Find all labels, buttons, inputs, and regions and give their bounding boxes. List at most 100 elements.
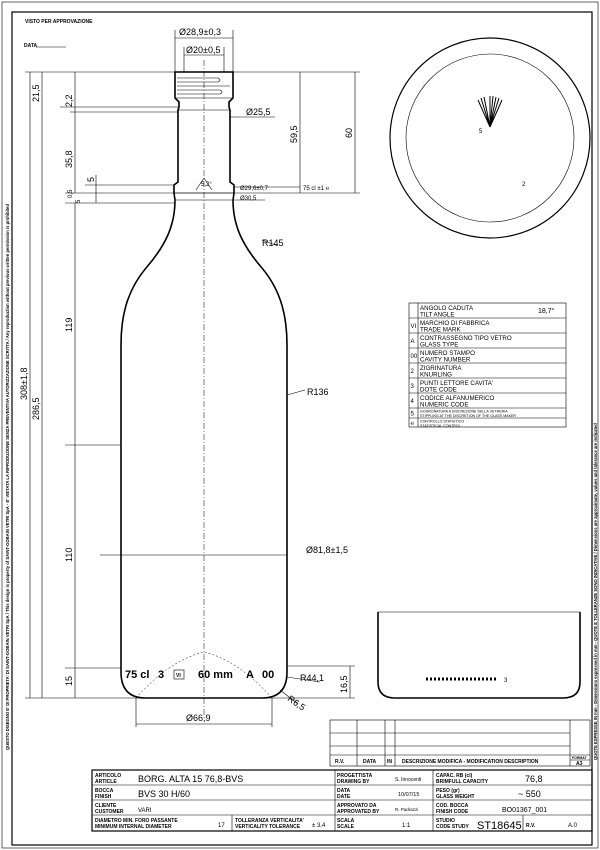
base-embossing: 75 cl 3 VI 60 mm A 00 bbox=[125, 669, 274, 681]
designer-value: S. Innocenti bbox=[395, 777, 421, 783]
emboss-cavity: 00 bbox=[262, 669, 274, 681]
verticality-label-en: VERTICALITY TOLERANCE bbox=[235, 824, 301, 830]
dim-r136: R136 bbox=[307, 387, 329, 397]
bottle-profile bbox=[120, 60, 288, 720]
dim-0-5: 0,5 bbox=[68, 189, 74, 198]
title-block: ARTICOLO ARTICLE BORG. ALTA 15 76,8-BVS … bbox=[91, 769, 593, 832]
revision-col-rv: R.V. bbox=[335, 759, 345, 765]
base-detail-view: 3 bbox=[377, 611, 581, 699]
study-code-value: ST18645 bbox=[477, 820, 522, 832]
approval-label: VISTO PER APPROVAZIONE bbox=[25, 19, 93, 25]
rv-value: A.0 bbox=[568, 823, 578, 829]
emboss-finish: 60 mm bbox=[198, 669, 233, 681]
dim-119: 119 bbox=[64, 318, 74, 332]
weight-value: ~ 550 bbox=[518, 789, 541, 799]
finish-code-value: BO01367_001 bbox=[502, 807, 547, 814]
legend-label-en: TILT ANGLE bbox=[420, 312, 455, 319]
legend-label-it: CODICE ALFANUMERICO bbox=[420, 395, 494, 402]
capacity-value: 76,8 bbox=[525, 774, 543, 784]
date-row-label: DATA bbox=[337, 788, 351, 794]
revision-col-date: DATA bbox=[363, 759, 377, 765]
format-value: A3 bbox=[576, 761, 583, 767]
min-diameter-label-en: MINIMUM INTERNAL DIAMETER bbox=[95, 824, 172, 830]
scale-value: 1:1 bbox=[402, 823, 411, 829]
study-label-en: CODE STUDY bbox=[436, 824, 469, 830]
dim-ring2-diameter: Ø30,5 bbox=[240, 196, 257, 202]
legend-code: 2 bbox=[411, 369, 415, 375]
legend-label-it: NUMERO STAMPO bbox=[420, 350, 475, 357]
legend-label-it: ANGOLO CADUTA bbox=[420, 305, 474, 312]
trade-mark-box bbox=[173, 669, 185, 680]
right-margin-notice: QUOTE ESPRESSE IN mm - Dimensions expres… bbox=[593, 423, 598, 760]
emboss-knurl: 3 bbox=[158, 669, 164, 681]
dim-5b: 5 bbox=[76, 199, 82, 203]
dim-110: 110 bbox=[64, 548, 74, 562]
dim-neck-diameter: Ø25,5 bbox=[246, 107, 271, 117]
legend-code: 4 bbox=[411, 399, 415, 405]
scale-label: SCALA bbox=[337, 818, 355, 824]
legend-code: A bbox=[411, 339, 415, 345]
dim-body-height: 286,5 bbox=[31, 397, 41, 420]
legend-value: 18,7° bbox=[538, 307, 555, 315]
dim-59-5: 59,5 bbox=[289, 125, 299, 143]
dim-base-diameter: Ø66,9 bbox=[186, 713, 211, 723]
designer-label-en: DRAWING BY bbox=[337, 779, 370, 785]
customer-label: CLIENTE bbox=[95, 803, 117, 809]
capacity-label-en: BRIMFULL CAPACITY bbox=[436, 779, 489, 785]
dim-5a: 5 bbox=[86, 177, 96, 182]
legend-label-en: NUMERIC CODE bbox=[420, 402, 468, 409]
article-label: ARTICOLO bbox=[95, 773, 121, 779]
min-diameter-label: DIAMETRO MIN. FORO PASSANTE bbox=[95, 818, 178, 824]
verticality-label: TOLLERANZA VERTICALITA' bbox=[235, 818, 304, 824]
dim-body-diameter: Ø81,8±1,5 bbox=[306, 545, 348, 555]
date-row-label-en: DATE bbox=[337, 794, 351, 800]
customer-value: VARI bbox=[138, 808, 152, 814]
approved-label: APPROVATO DA bbox=[337, 803, 377, 809]
date-value: 10/07/15 bbox=[398, 792, 419, 798]
legend-label-it: PUNTI LETTORE CAVITA' bbox=[420, 380, 493, 387]
emboss-trade-mark: VI bbox=[176, 673, 181, 679]
finish-label: BOCCA bbox=[95, 788, 114, 794]
dim-top-height: 21,5 bbox=[31, 84, 41, 102]
approved-label-en: APPROVATED BY bbox=[337, 809, 380, 815]
format-label: FORMAT bbox=[572, 756, 588, 760]
revision-col-in: IN bbox=[387, 759, 392, 765]
dim-15: 15 bbox=[64, 676, 74, 686]
dim-35-8: 35,8 bbox=[64, 150, 74, 168]
dim-16-5: 16,5 bbox=[339, 675, 349, 693]
legend-label-it: CONTROLLO STATISTICO bbox=[420, 420, 464, 424]
legend-label-en: DOTE CODE bbox=[420, 387, 457, 394]
emboss-glass-type: A bbox=[246, 669, 254, 681]
finish-code-label-en: FINISH CODE bbox=[436, 809, 469, 815]
emboss-capacity: 75 cl bbox=[125, 669, 149, 681]
dim-total-height: 308±1,8 bbox=[19, 368, 29, 400]
legend-label-it: MARCHIO DI FABBRICA bbox=[420, 320, 490, 327]
legend-code: 00 bbox=[411, 354, 418, 360]
legend-code: VI bbox=[411, 324, 417, 330]
dim-r44: R44,1 bbox=[300, 673, 324, 683]
legend-label-en: KNURLING bbox=[420, 372, 452, 379]
dim-bore-diameter: Ø20±0,5 bbox=[186, 45, 220, 55]
rv-label: R.V. bbox=[526, 823, 536, 829]
dim-60: 60 bbox=[344, 128, 354, 138]
legend-label-en: GLASS TYPE bbox=[420, 342, 458, 349]
dim-ring-diameter: Ø29,6±0,7 bbox=[240, 186, 269, 192]
top-view: 5 2 bbox=[389, 37, 591, 239]
legend-code: ℮ bbox=[411, 421, 415, 427]
dim-capacity: 75 cl ±1 ℮ bbox=[303, 186, 330, 192]
date-label: DATA bbox=[24, 43, 38, 49]
revision-col-description: DESCRIZIONE MODIFICA - MODIFICATION DESC… bbox=[402, 759, 539, 765]
study-label: STUDIO bbox=[436, 818, 455, 824]
dim-r6: R6,5 bbox=[286, 693, 307, 712]
legend-label-en: TRADE MARK bbox=[420, 327, 461, 334]
revision-table: R.V. DATA IN DESCRIZIONE MODIFICA - MODI… bbox=[329, 719, 591, 767]
